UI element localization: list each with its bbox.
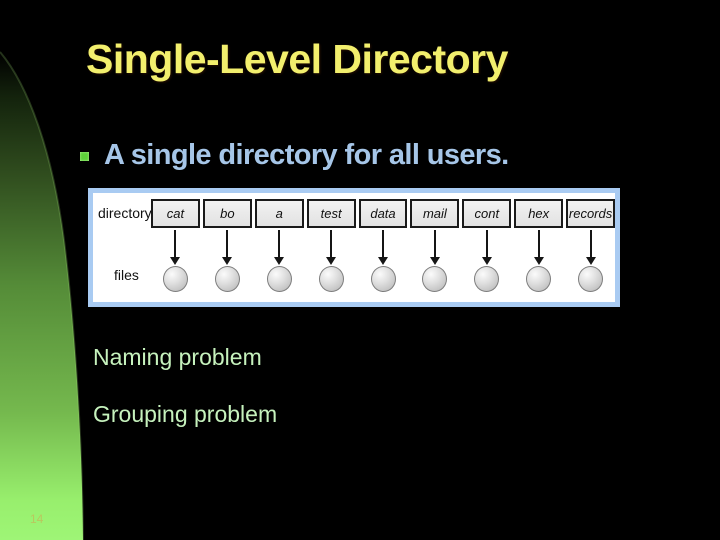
page-number: 14 [30,512,44,526]
note-naming-problem: Naming problem [93,344,262,370]
bullet-text: A single directory for all users. [104,139,509,171]
directory-cell: hex [514,199,564,228]
file-circle-icon [474,266,500,292]
green-swoosh-decoration [0,51,84,540]
file-circle-icon [578,266,604,292]
note-grouping-problem: Grouping problem [93,401,278,427]
directory-column: test [306,199,356,297]
down-arrow-icon [326,257,337,265]
directory-column: hex [514,199,564,297]
directory-cell: a [254,199,304,228]
file-circle-icon [370,266,396,292]
directory-column: data [358,199,408,297]
directory-cell: cont [462,199,512,228]
down-arrow-icon [222,257,233,265]
down-arrow-icon [274,257,285,265]
down-arrow-line [382,230,384,257]
file-circle-icon [422,266,448,292]
down-arrow-line [330,230,333,257]
down-arrow-line [278,230,281,257]
directory-column: records [566,199,616,297]
directory-column: cat [151,199,200,297]
down-arrow-line [433,230,436,257]
directory-column: bo [202,199,252,297]
file-circle-icon [266,266,292,292]
directory-label: directory [98,205,152,221]
file-circle-icon [318,266,344,292]
bullet-item: A single directory for all users. [80,139,509,172]
directory-cell: test [306,199,356,228]
file-circle-icon [162,266,188,292]
down-arrow-icon [170,257,181,265]
down-arrow-icon [481,257,492,265]
directory-cell: data [358,199,408,228]
down-arrow-line [485,230,488,257]
directory-cell: records [566,199,616,228]
down-arrow-line [174,230,177,257]
files-label: files [114,267,139,283]
directory-column: cont [462,199,512,297]
directory-cell: cat [151,199,200,228]
slide-title: Single-Level Directory [86,36,508,82]
down-arrow-icon [533,257,544,265]
down-arrow-icon [429,257,440,265]
directory-cell: mail [410,199,460,228]
down-arrow-icon [585,257,596,265]
file-circle-icon [214,266,240,292]
file-circle-icon [526,266,552,292]
down-arrow-icon [378,257,388,265]
swoosh-shape [0,52,83,540]
directory-column: a [254,199,304,297]
directory-cell: bo [202,199,252,228]
down-arrow-line [226,230,229,257]
swoosh-highlight-edge [0,51,84,540]
bullet-square-icon [80,152,89,161]
down-arrow-line [589,230,592,257]
down-arrow-line [537,230,540,257]
directory-column: mail [410,199,460,297]
